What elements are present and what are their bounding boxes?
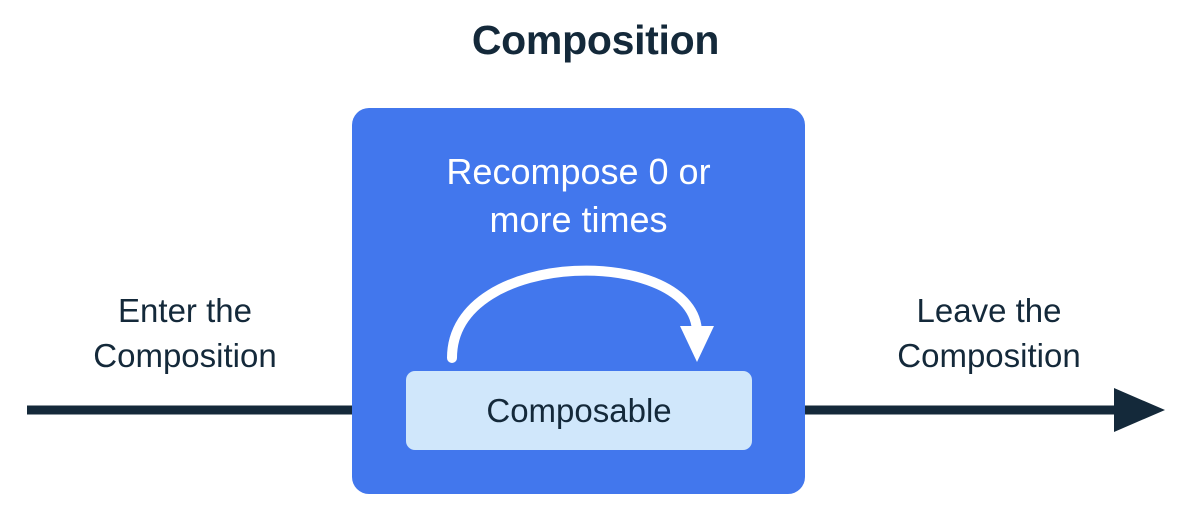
enter-composition-label-line-2: Composition (93, 337, 277, 374)
page-title: Composition (471, 17, 720, 63)
recompose-note-line-1: Recompose 0 or (446, 151, 711, 192)
composable-node[interactable]: Composable (406, 371, 752, 450)
enter-composition-label-line-1: Enter the (118, 292, 252, 329)
enter-arrow-icon (27, 388, 406, 432)
composable-node-label: Composable (486, 392, 672, 429)
leave-composition-label: Leave the Composition (846, 288, 1132, 378)
leave-composition-label-line-1: Leave the (916, 292, 1062, 329)
recompose-note-line-2: more times (489, 199, 668, 240)
leave-composition-label-line-2: Composition (897, 337, 1081, 374)
leave-arrow-icon (752, 388, 1165, 432)
enter-composition-label: Enter the Composition (42, 288, 328, 378)
recompose-note: Recompose 0 or more times (352, 148, 805, 244)
